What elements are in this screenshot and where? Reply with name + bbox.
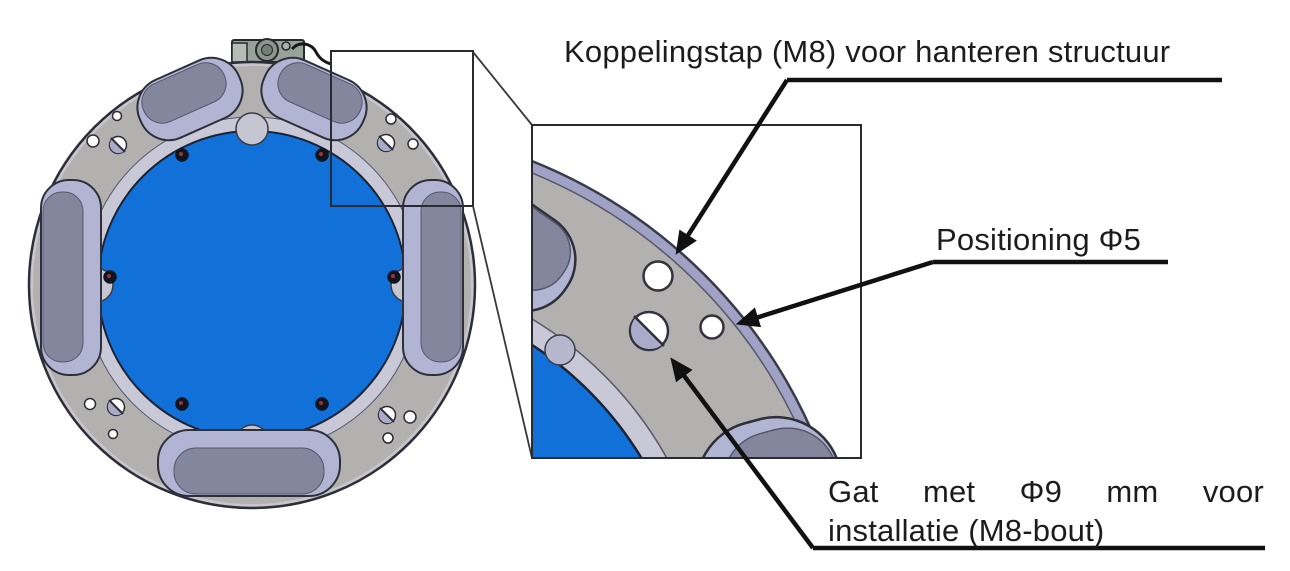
word-voor: voor (1202, 474, 1264, 509)
slot-ne (260, 56, 368, 142)
rim-tab-detail (544, 334, 576, 366)
slot-nw (136, 56, 244, 142)
blue-plate (97, 130, 407, 440)
detail-view (532, 159, 861, 458)
gat-leader (670, 357, 815, 550)
detail-connector-bottom (472, 205, 533, 459)
slot-detail-topleft (532, 173, 577, 313)
word-gat: Gat (828, 474, 879, 509)
koppelingstap-label: Koppelingstap (M8) voor hanteren structu… (564, 34, 1171, 69)
installation-label: Gat met Φ9 mm voor installatie (M8-bout) (828, 472, 1264, 550)
detail-connector-top (472, 51, 533, 126)
hole-group-nw (86, 110, 128, 155)
word-mm: mm (1106, 474, 1159, 509)
positioning-hole-detail (699, 314, 725, 340)
blue-plate-detail (532, 343, 643, 458)
installation-hole-detail (628, 310, 670, 352)
koppelingstap-leader (675, 78, 789, 255)
detail-frame (531, 124, 862, 459)
slot-e (402, 179, 464, 376)
detail-source-box (330, 50, 474, 207)
positioning-hole (407, 138, 419, 150)
installation-label-line1: Gat met Φ9 mm voor (828, 472, 1264, 511)
slot-detail-bottom (695, 415, 861, 458)
main-view (27, 38, 477, 510)
mounting-bracket-icon (231, 38, 332, 66)
slot-w (40, 179, 102, 376)
koppelingstap-hole (385, 113, 397, 125)
installation-label-line2: installatie (M8-bout) (828, 513, 1105, 548)
word-met: met (922, 474, 976, 509)
koppelingstap-hole-detail (642, 260, 674, 292)
hole-group-sw (83, 397, 126, 440)
slot-s (157, 429, 341, 497)
plate-screws (103, 148, 401, 411)
positioning-leader (735, 259, 934, 328)
hole-group-ne (376, 113, 419, 153)
word-phi9: Φ9 (1019, 474, 1063, 509)
hole-group-se (377, 405, 417, 444)
positioning-label: Positioning Φ5 (936, 222, 1142, 257)
